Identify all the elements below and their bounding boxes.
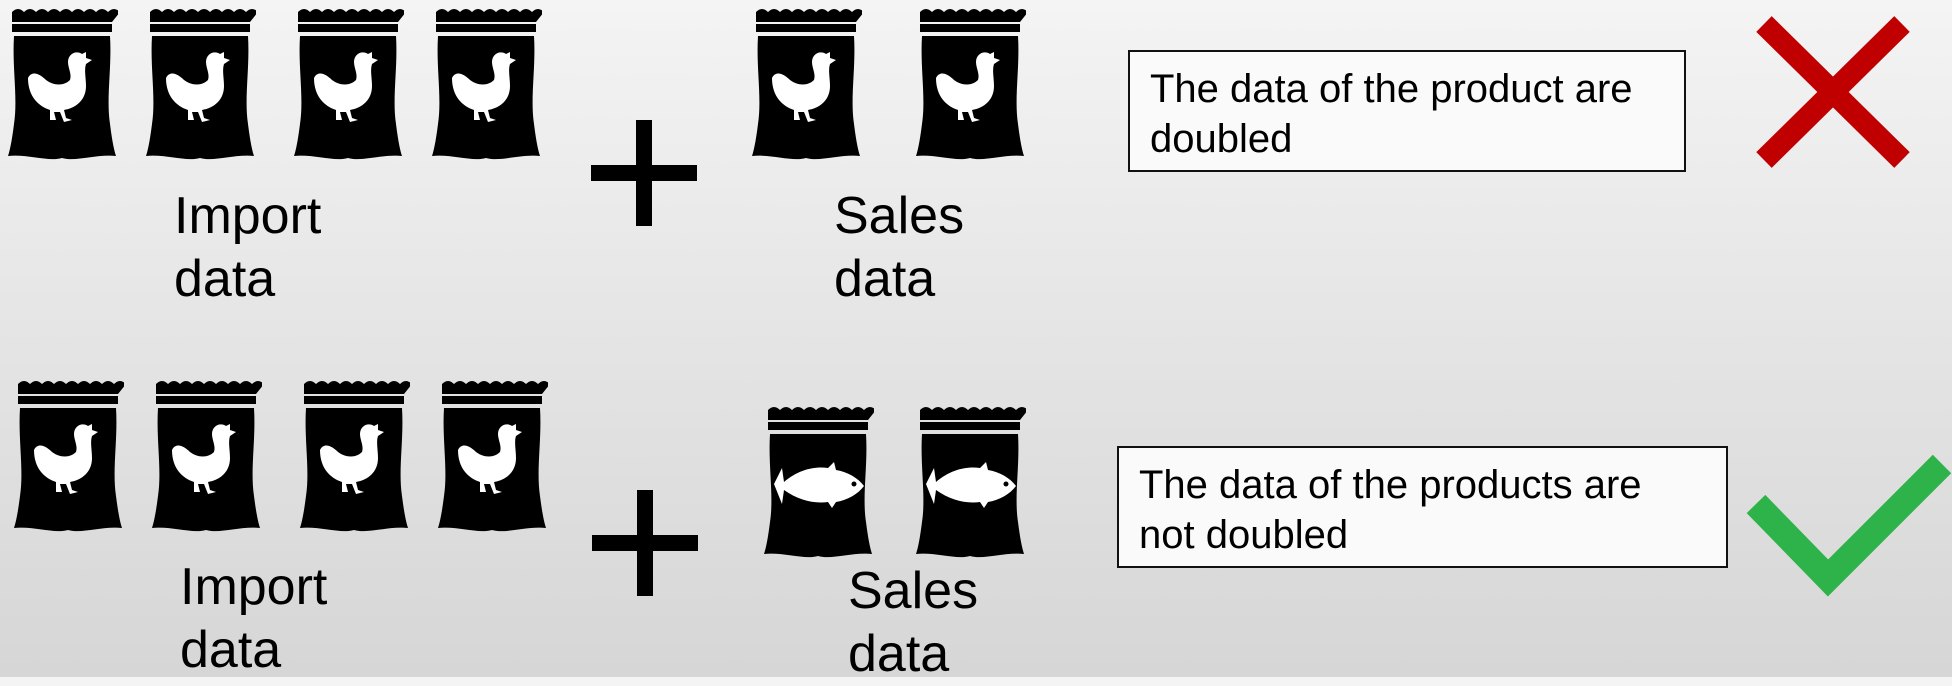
result-note: The data of the products are not doubled [1117,446,1728,568]
fish-feed-bag-icon [914,406,1026,560]
chicken-feed-bag-icon [144,8,256,162]
chicken-feed-bag-icon [750,8,862,162]
result-note: The data of the product are doubled [1128,50,1686,172]
chicken-feed-bag-icon [430,8,542,162]
fish-feed-bag-icon [762,406,874,560]
cross-icon [1756,16,1910,168]
chicken-feed-bag-icon [298,380,410,534]
chicken-feed-bag-icon [914,8,1026,162]
check-icon [1746,454,1952,597]
chicken-feed-bag-icon [150,380,262,534]
chicken-feed-bag-icon [292,8,404,162]
chicken-feed-bag-icon [436,380,548,534]
plus-icon [592,490,698,596]
chicken-feed-bag-icon [6,8,118,162]
plus-icon [591,120,697,226]
chicken-feed-bag-icon [12,380,124,534]
